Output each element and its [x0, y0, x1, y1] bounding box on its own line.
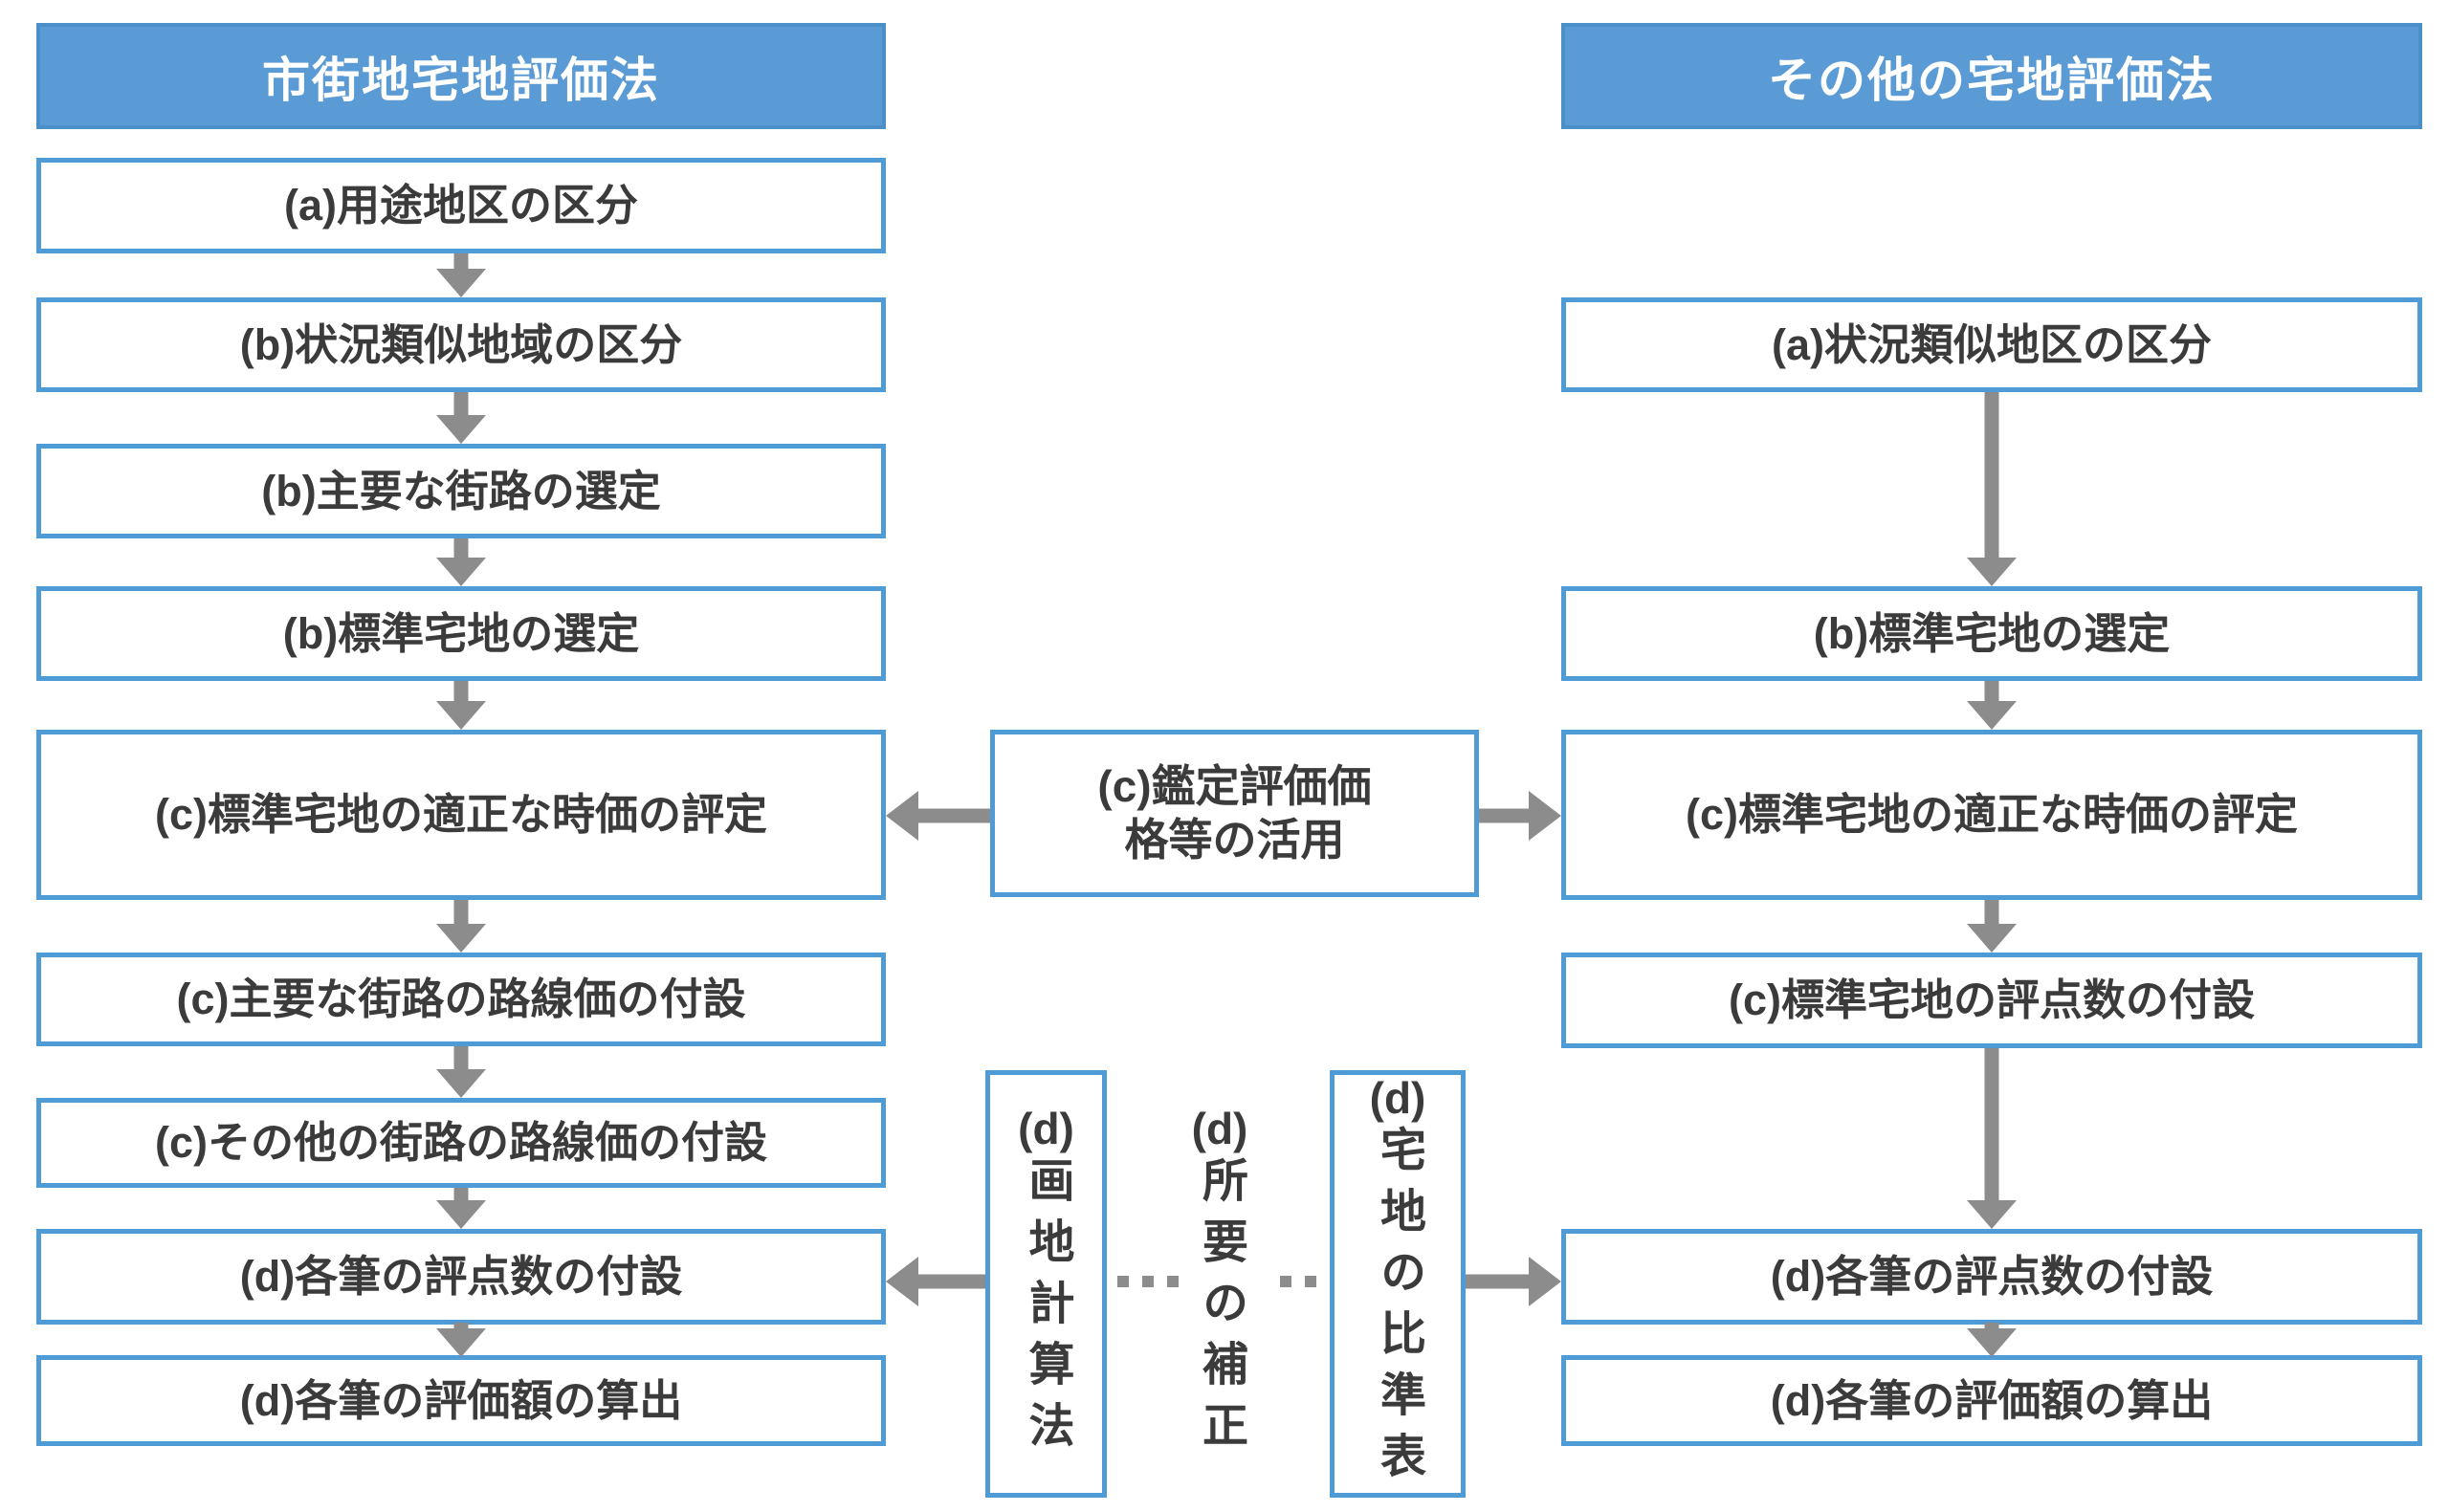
arrow-right-icon [1479, 791, 1561, 841]
land-comparison-table-box: (d) 宅地の比準表 [1330, 1070, 1466, 1498]
arrow-down-icon [436, 1323, 486, 1357]
right-step-standard-lot-points: (c)標準宅地の評点数の付設 [1561, 953, 2422, 1048]
appraisal-price-line: 格等の活用 [1124, 814, 1345, 865]
left-step-parcel-value: (d)各筆の評価額の算出 [36, 1355, 886, 1446]
right-step-parcel-value: (d)各筆の評価額の算出 [1561, 1355, 2422, 1446]
left-step-other-street-price: (c)その他の街路の路線価の付設 [36, 1098, 886, 1188]
left-column-header: 市街地宅地評価法 [36, 23, 886, 129]
right-step-similar-district: (a)状況類似地区の区分 [1561, 297, 2422, 392]
right-step-parcel-points: (d)各筆の評点数の付設 [1561, 1229, 2422, 1325]
left-step-standard-lot: (b)標準宅地の選定 [36, 586, 886, 681]
land-comparison-prefix: (d) [1369, 1072, 1426, 1123]
parcel-calculation-box: (d) 画地計算法 [985, 1070, 1107, 1498]
arrow-down-icon [436, 538, 486, 586]
right-step-standard-lot: (b)標準宅地の選定 [1561, 586, 2422, 681]
required-correction-prefix: (d) [1191, 1103, 1248, 1153]
arrow-down-icon [1967, 392, 2017, 586]
left-step-fair-value: (c)標準宅地の適正な時価の評定 [36, 730, 886, 900]
arrow-left-icon [886, 1257, 985, 1306]
left-step-use-district: (a)用途地区の区分 [36, 158, 886, 253]
required-correction-text: 所要の補正 [1195, 1155, 1246, 1462]
arrow-down-icon [436, 900, 486, 953]
arrow-down-icon [436, 1188, 486, 1229]
arrow-down-icon [436, 253, 486, 297]
arrow-down-icon [1967, 681, 2017, 730]
right-column-header: その他の宅地評価法 [1561, 23, 2422, 129]
arrow-left-icon [886, 791, 990, 841]
parcel-calculation-text: 画地計算法 [1021, 1155, 1072, 1462]
dotted-connector [1280, 1276, 1328, 1287]
arrow-down-icon [1967, 1323, 2017, 1357]
left-step-main-street: (b)主要な街路の選定 [36, 444, 886, 538]
appraisal-price-line: (c)鑑定評価価 [1097, 761, 1372, 812]
arrow-down-icon [436, 392, 486, 444]
left-step-similar-area: (b)状況類似地域の区分 [36, 297, 886, 392]
arrow-down-icon [436, 681, 486, 730]
arrow-down-icon [1967, 1048, 2017, 1229]
left-step-main-street-price: (c)主要な街路の路線価の付設 [36, 953, 886, 1046]
right-step-fair-value: (c)標準宅地の適正な時価の評定 [1561, 730, 2422, 900]
arrow-down-icon [436, 1046, 486, 1098]
arrow-right-icon [1466, 1257, 1561, 1306]
dotted-connector [1117, 1276, 1179, 1287]
required-correction-label: (d) 所要の補正 [1158, 1070, 1282, 1498]
left-step-parcel-points: (d)各筆の評点数の付設 [36, 1229, 886, 1325]
parcel-calculation-prefix: (d) [1018, 1103, 1074, 1153]
arrow-down-icon [1967, 900, 2017, 953]
land-comparison-text: 宅地の比準表 [1373, 1125, 1423, 1493]
appraisal-price-box: (c)鑑定評価価 格等の活用 [990, 730, 1479, 897]
